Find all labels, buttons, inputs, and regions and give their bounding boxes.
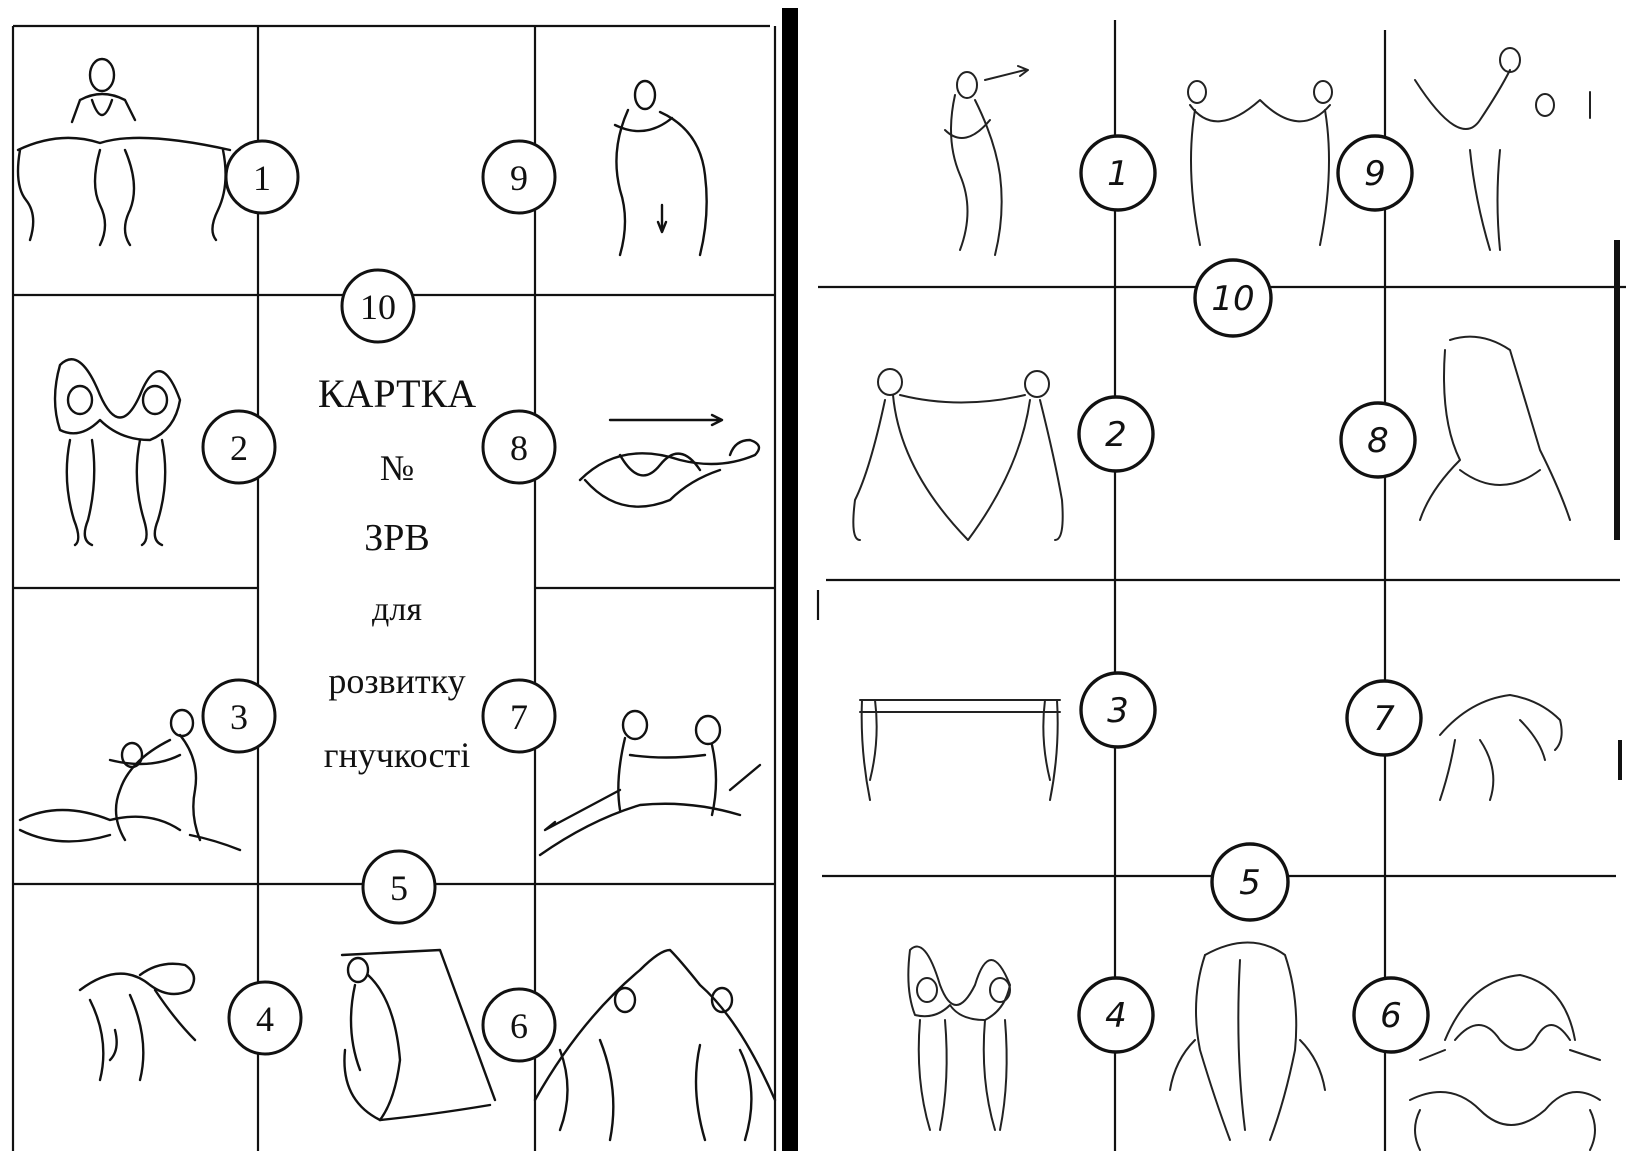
title-line-2: № xyxy=(380,448,414,488)
station-label: 10 xyxy=(360,287,396,327)
title-line-5: розвитку xyxy=(328,661,465,701)
r-station-2: 2 xyxy=(1079,397,1153,471)
left-card-title: КАРТКА № ЗРВ для розвитку гнучкості xyxy=(318,371,476,775)
station-label: 2 xyxy=(230,428,248,468)
station-label: 8 xyxy=(510,428,528,468)
station-3: 3 xyxy=(203,680,275,752)
r-station-4: 4 xyxy=(1079,978,1153,1052)
station-label: 5 xyxy=(390,868,408,908)
title-line-3: ЗРВ xyxy=(364,517,430,559)
right-card: 1 9 10 2 8 3 7 5 4 6 xyxy=(818,20,1626,1151)
scan-edge xyxy=(1614,240,1620,540)
station-label: 5 xyxy=(1239,863,1261,903)
station-label: 3 xyxy=(1107,691,1129,731)
station-label: 6 xyxy=(1380,996,1402,1036)
station-10: 10 xyxy=(342,270,414,342)
station-6: 6 xyxy=(483,989,555,1061)
station-label: 4 xyxy=(256,999,274,1039)
station-1: 1 xyxy=(226,141,298,213)
r-station-7: 7 xyxy=(1347,681,1421,755)
scan-edge xyxy=(1618,740,1622,780)
station-9: 9 xyxy=(483,141,555,213)
title-line-4: для xyxy=(372,591,422,628)
station-label: 6 xyxy=(510,1006,528,1046)
bridge-partner-stretch-figure-icon xyxy=(853,48,1600,1150)
station-label: 4 xyxy=(1105,996,1127,1036)
r-station-10: 10 xyxy=(1195,260,1271,336)
station-4: 4 xyxy=(229,982,301,1054)
r-station-5: 5 xyxy=(1212,844,1288,920)
station-label: 2 xyxy=(1105,415,1127,455)
station-2: 2 xyxy=(203,411,275,483)
station-label: 8 xyxy=(1367,421,1389,461)
left-card: КАРТКА № ЗРВ для розвитку гнучкості 1 9 … xyxy=(13,8,798,1151)
r-station-3: 3 xyxy=(1081,673,1155,747)
station-label: 1 xyxy=(253,158,271,198)
station-label: 10 xyxy=(1211,279,1254,319)
r-station-8: 8 xyxy=(1341,403,1415,477)
station-label: 7 xyxy=(1373,699,1395,739)
title-line-6: гнучкості xyxy=(324,735,470,775)
r-station-6: 6 xyxy=(1354,978,1428,1052)
station-8: 8 xyxy=(483,411,555,483)
title-line-1: КАРТКА xyxy=(318,371,476,416)
left-card-grid xyxy=(13,8,798,1151)
station-label: 9 xyxy=(1364,154,1386,194)
station-7: 7 xyxy=(483,680,555,752)
station-label: 3 xyxy=(230,697,248,737)
r-station-1: 1 xyxy=(1081,136,1155,210)
station-label: 7 xyxy=(510,697,528,737)
r-station-9: 9 xyxy=(1338,136,1412,210)
station-5: 5 xyxy=(363,851,435,923)
station-label: 9 xyxy=(510,158,528,198)
station-label: 1 xyxy=(1107,154,1129,194)
